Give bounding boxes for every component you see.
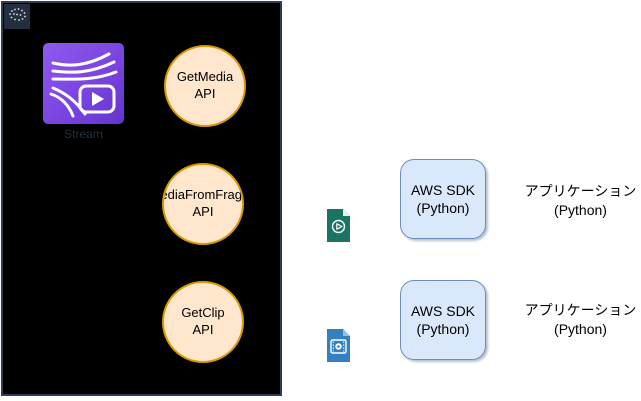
- app-label: アプリケーション: [524, 302, 637, 319]
- application-box-2: アプリケーション (Python): [523, 281, 638, 359]
- api-name: GetMediaFromFragments: [164, 187, 243, 203]
- image-file-icon: [327, 329, 350, 362]
- app-runtime: (Python): [554, 202, 607, 218]
- api-name: GetClip: [181, 305, 225, 321]
- api-suffix: API: [194, 86, 216, 101]
- aws-cloud-group-panel: Stream GetMedia API GetMediaFromFragment…: [1, 1, 282, 396]
- app-label: アプリケーション: [524, 183, 637, 200]
- application-box-1: アプリケーション (Python): [523, 162, 638, 240]
- getmediafromfragments-api-circle: GetMediaFromFragments API: [162, 163, 244, 245]
- getmedia-api-circle: GetMedia API: [164, 45, 246, 127]
- sdk-runtime: (Python): [416, 321, 470, 337]
- kinesis-video-streams-icon: [43, 43, 124, 124]
- stream-label: Stream: [64, 127, 103, 141]
- api-name: GetMedia: [176, 69, 234, 85]
- api-suffix: API: [192, 322, 214, 337]
- aws-cloud-icon: [4, 4, 30, 29]
- sdk-runtime: (Python): [416, 200, 470, 216]
- video-file-icon: [327, 209, 350, 242]
- sdk-label: AWS SDK: [410, 181, 476, 198]
- getclip-api-circle: GetClip API: [162, 281, 244, 363]
- app-runtime: (Python): [554, 321, 607, 337]
- aws-sdk-box-1: AWS SDK (Python): [400, 159, 486, 239]
- aws-sdk-box-2: AWS SDK (Python): [400, 280, 486, 360]
- sdk-label: AWS SDK: [410, 302, 476, 319]
- api-suffix: API: [192, 204, 214, 219]
